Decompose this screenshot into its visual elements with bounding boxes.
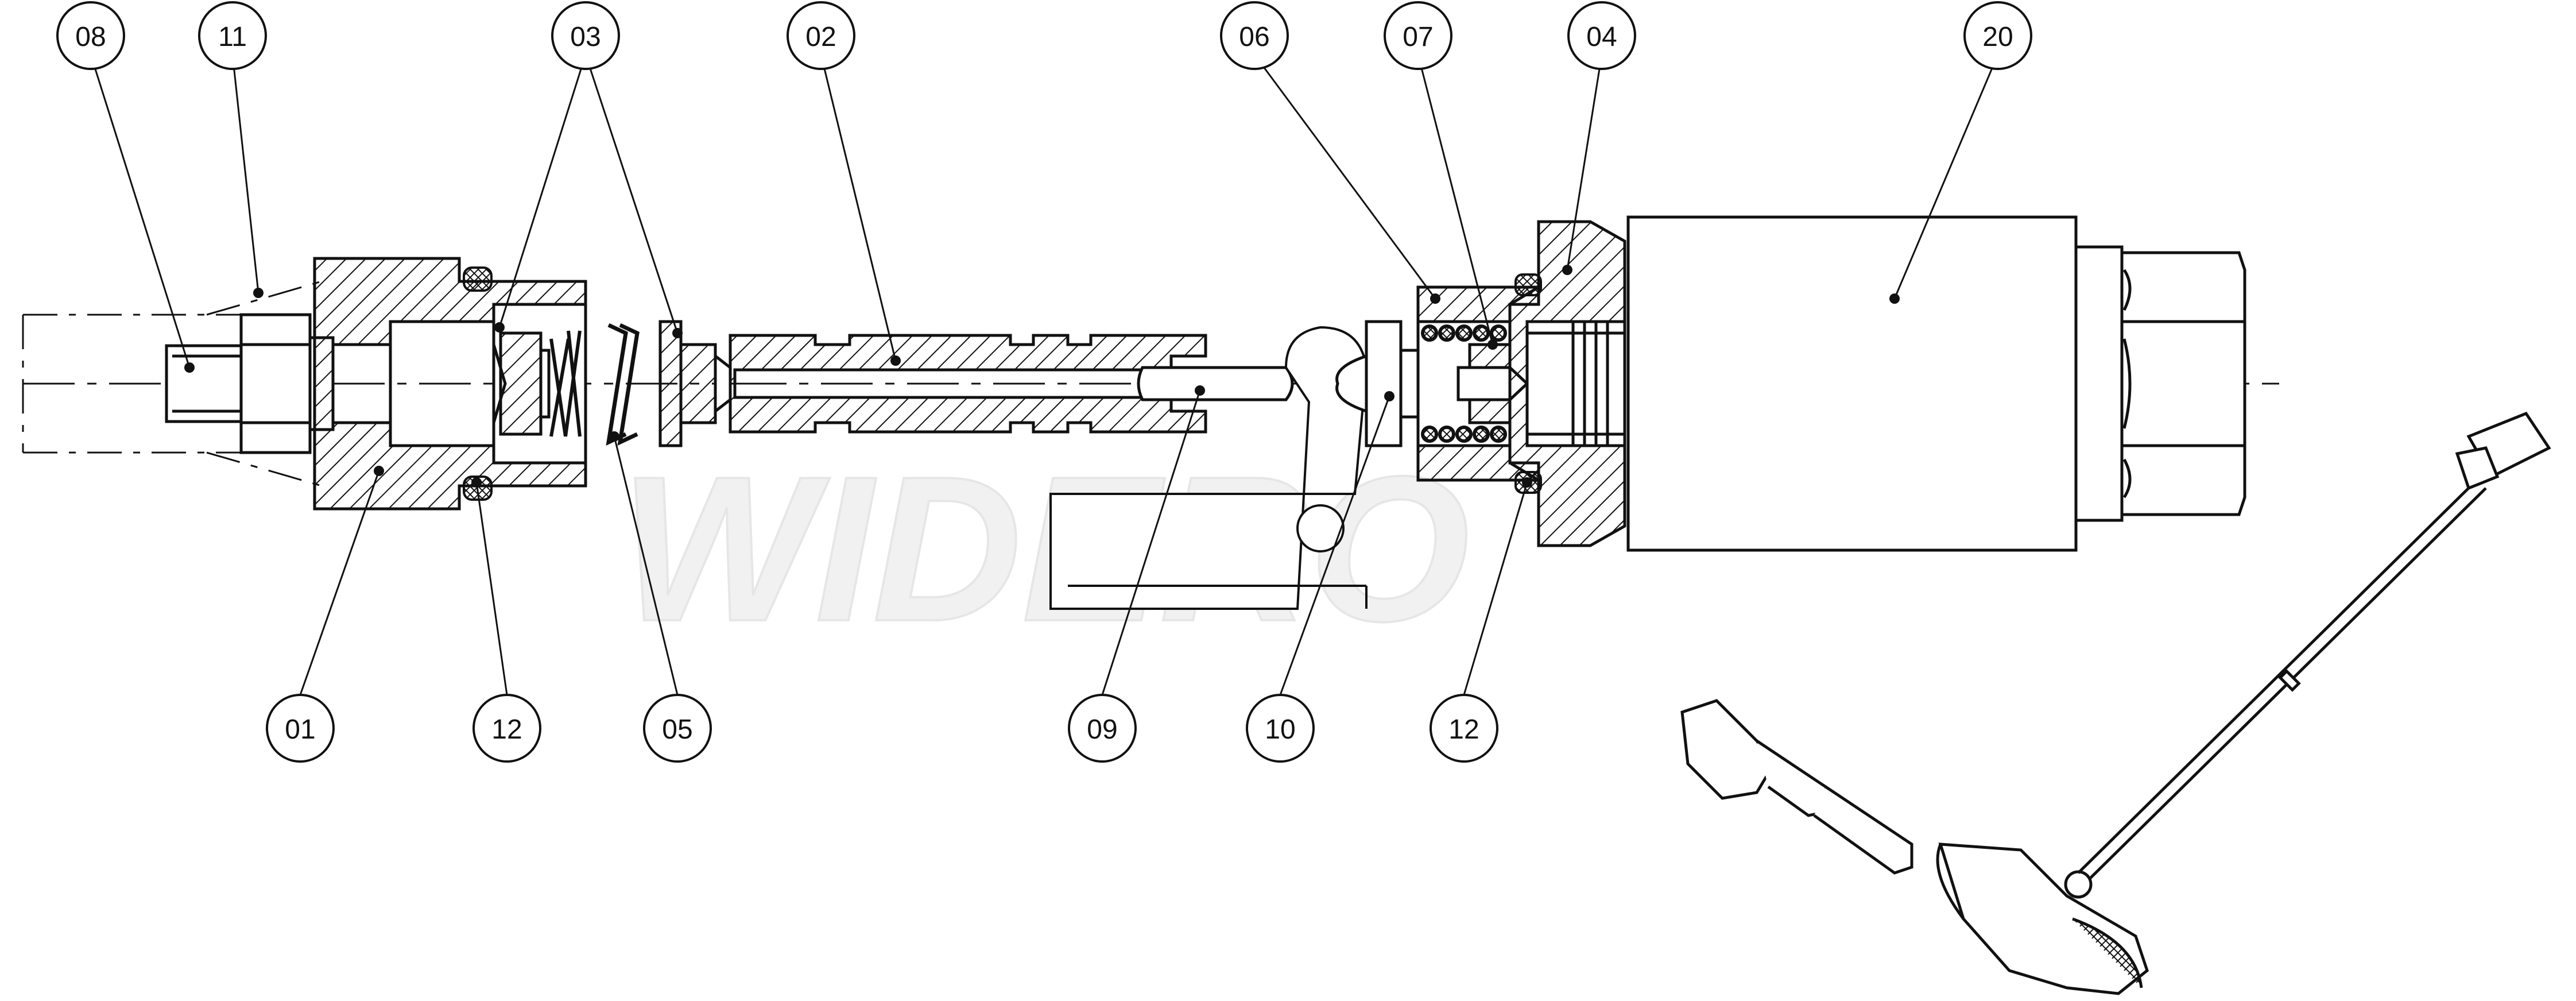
part-03-retainer (658, 320, 732, 447)
callout-04-label: 04 (1586, 22, 1617, 52)
part-04-adapter (1508, 220, 1626, 547)
part-12-oring-right (1514, 273, 1542, 494)
part-03-seat-left (499, 331, 551, 436)
callout-12-left-label: 12 (491, 714, 522, 745)
callout-09-label: 09 (1087, 714, 1117, 745)
callout-balloons: 08 11 03 02 06 07 04 20 01 12 05 09 10 1… (56, 1, 2032, 763)
phantom-fitting-outline (22, 280, 322, 487)
callout-12-right: 12 (1430, 694, 1498, 763)
callout-03: 03 (551, 1, 620, 70)
callout-08-label: 08 (75, 22, 106, 52)
callout-01-label: 01 (285, 714, 315, 745)
callout-05: 05 (643, 694, 712, 763)
callout-12-left: 12 (472, 694, 541, 763)
callout-11-label: 11 (218, 22, 247, 52)
leader-dots (184, 265, 1900, 488)
callout-04: 04 (1567, 1, 1636, 70)
callout-07: 07 (1384, 1, 1452, 70)
callout-20: 20 (1963, 1, 2032, 70)
callout-06: 06 (1220, 1, 1289, 70)
callout-11: 11 (198, 1, 267, 70)
part-09-pin (1137, 366, 1294, 401)
callout-06-label: 06 (1239, 22, 1269, 52)
callout-09: 09 (1068, 694, 1137, 763)
callout-20-label: 20 (1982, 22, 2013, 52)
part-02-spool (729, 334, 1207, 434)
mounting-bracket (1049, 326, 1368, 610)
spring-inside-body (549, 330, 582, 437)
part-20-solenoid-coil (1626, 215, 2246, 552)
part-01-body (313, 257, 587, 511)
callout-01: 01 (266, 694, 335, 763)
leader-lines (90, 54, 1999, 695)
callout-07-label: 07 (1403, 22, 1433, 52)
callout-10: 10 (1246, 694, 1315, 763)
callout-08: 08 (56, 1, 125, 70)
callout-05-label: 05 (662, 714, 692, 745)
product-render-solenoid (1680, 411, 2551, 995)
callout-02: 02 (787, 1, 855, 70)
callout-03-label: 03 (570, 22, 601, 52)
callout-12-right-label: 12 (1448, 714, 1479, 745)
part-12-oring-left (463, 266, 493, 501)
callout-10-label: 10 (1265, 714, 1295, 745)
part-07-spring-right (1421, 324, 1507, 443)
part-08-stud (165, 344, 243, 423)
callout-02-label: 02 (805, 22, 836, 52)
